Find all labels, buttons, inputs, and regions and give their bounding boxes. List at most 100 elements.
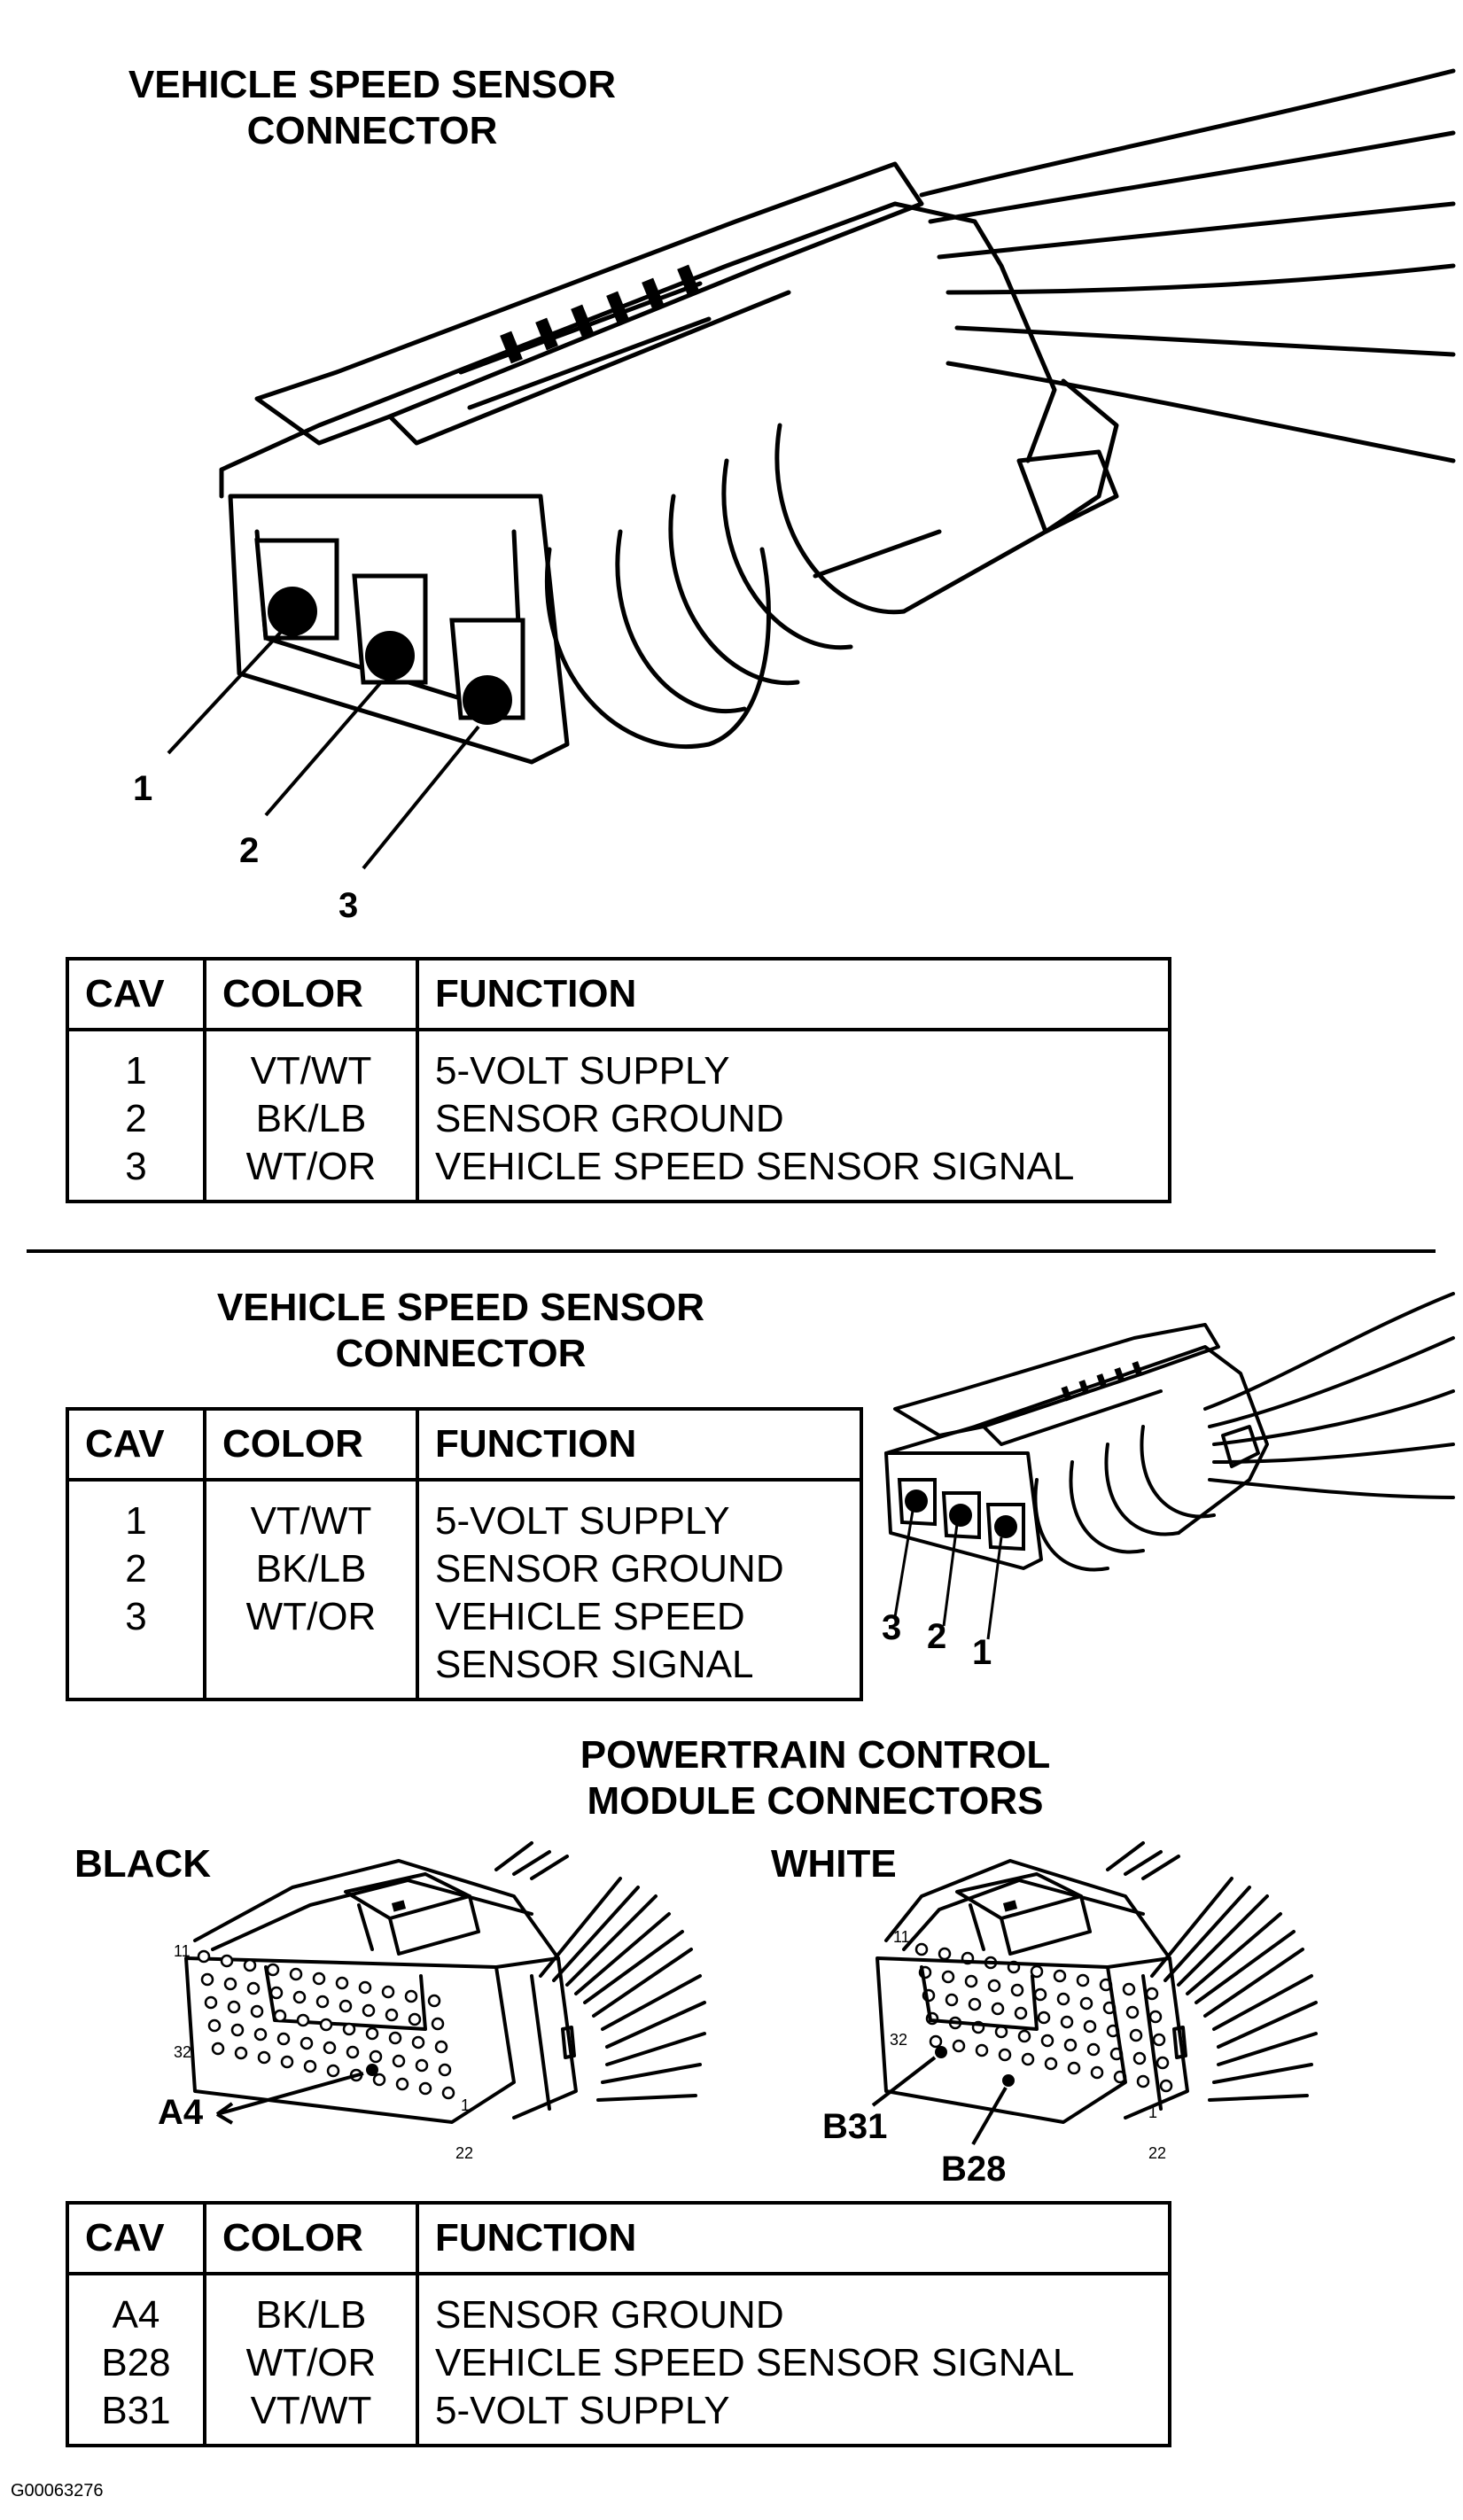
- pcm-white-pin-cavity: [952, 2039, 966, 2053]
- section2-title-line2: CONNECTOR: [335, 1332, 587, 1375]
- cavity-1-dot: [463, 675, 512, 725]
- black-pin-22-label: 22: [455, 2144, 474, 2162]
- cav-cell: 1: [125, 1049, 147, 1093]
- pin-label-2: 2: [239, 831, 260, 870]
- pcm-black-pin-cavity: [234, 2046, 248, 2060]
- pcm-white-pin-cavity: [1136, 2074, 1150, 2088]
- pcm-black-pin-cavity: [434, 2040, 448, 2054]
- section3-title-line1: POWERTRAIN CONTROL: [580, 1733, 1051, 1777]
- pcm-white-pin-cavity: [1017, 2029, 1031, 2043]
- pcm-white-pin-cavity: [1044, 2057, 1058, 2071]
- pin-label-1-small: 1: [972, 1633, 992, 1672]
- function-cell: VEHICLE SPEED SENSOR SIGNAL: [435, 2341, 1075, 2384]
- color-cell: WT/OR: [245, 2341, 377, 2384]
- table-header-row: CAV COLOR FUNCTION: [67, 959, 1170, 1031]
- pcm-white-pin-cavity: [941, 1970, 955, 1984]
- cav-cell: B31: [101, 2389, 171, 2432]
- callout-a4: A4: [158, 2093, 204, 2132]
- pcm-white-pin-cavity: [1090, 2065, 1104, 2080]
- pin-label-3: 1: [133, 769, 153, 808]
- white-connector-label: WHITE: [771, 1842, 897, 1886]
- pcm-black-pin-cavity: [200, 1972, 214, 1987]
- color-column: BK/LB WT/OR VT/WT: [205, 2274, 419, 2446]
- cav-cell: 1: [125, 1499, 147, 1543]
- header-cav: CAV: [67, 959, 206, 1031]
- pcm-white-pin-cavity: [968, 1997, 982, 2011]
- pin-label-1: 3: [339, 886, 359, 925]
- pcm-black-pin-cavity: [319, 2018, 333, 2032]
- pcm-black-pin-cavity: [388, 2031, 402, 2045]
- pcm-black-pin-cavity: [415, 2058, 429, 2073]
- pcm-black-pin-cavity: [323, 2041, 337, 2055]
- color-cell: BK/LB: [255, 2293, 367, 2337]
- pcm-black-pin-cavity: [438, 2063, 452, 2077]
- function-column: SENSOR GROUND VEHICLE SPEED SENSOR SIGNA…: [417, 2274, 1170, 2446]
- black-connector-label: BLACK: [74, 1842, 211, 1886]
- pcm-white-pin-cavity: [998, 2048, 1012, 2062]
- pcm-black-pin-cavity: [289, 1967, 303, 1981]
- pcm-white-pin-cavity: [945, 1993, 959, 2007]
- function-column: 5-VOLT SUPPLY SENSOR GROUND VEHICLE SPEE…: [417, 1480, 861, 1699]
- header-cav: CAV: [67, 2203, 206, 2275]
- pcm-white-pin-cavity: [929, 2034, 943, 2049]
- function-cell: 5-VOLT SUPPLY: [435, 1049, 730, 1093]
- pcm-black-pin-cavity: [335, 1976, 349, 1990]
- pcm-black-pin-cavity: [372, 2073, 386, 2087]
- white-pin-22-label: 22: [1148, 2144, 1167, 2162]
- pcm-black-pin-cavity: [296, 2013, 310, 2027]
- pcm-black-pin-cavity: [342, 2022, 356, 2036]
- table-body-row: A4 B28 B31 BK/LB WT/OR VT/WT SENSOR GROU…: [67, 2274, 1170, 2446]
- pcm-white-pin-cavity: [1037, 2011, 1051, 2025]
- header-function: FUNCTION: [417, 2203, 1170, 2275]
- pcm-black-pin-cavity: [381, 1985, 395, 1999]
- pcm-black-pin-cavity: [280, 2055, 294, 2069]
- section1-title-line2: CONNECTOR: [246, 109, 498, 152]
- pcm-black-pin-cavity: [365, 2026, 379, 2041]
- function-cell: 5-VOLT SUPPLY: [435, 2389, 730, 2432]
- function-cell: SENSOR GROUND: [435, 2293, 784, 2337]
- table-header-row: CAV COLOR FUNCTION: [67, 1409, 861, 1482]
- pcm-black-pin-cavity: [246, 1981, 261, 1995]
- figure-code: G00063276: [11, 2481, 104, 2501]
- section-divider: [27, 1249, 1436, 1253]
- pcm-black-pin-cavity: [303, 2059, 317, 2073]
- function-cell: SENSOR GROUND: [435, 1097, 784, 1140]
- cav-cell: 2: [125, 1547, 147, 1591]
- header-color: COLOR: [205, 2203, 419, 2275]
- function-cell: 5-VOLT SUPPLY: [435, 1499, 730, 1543]
- section3-title: POWERTRAIN CONTROL MODULE CONNECTORS: [532, 1732, 1099, 1824]
- section1-table: CAV COLOR FUNCTION 1 2 3 VT/WT BK/LB WT/…: [66, 957, 1171, 1203]
- pcm-black-pin-cavity: [276, 2032, 291, 2046]
- pin-label-3-small: 3: [882, 1608, 902, 1647]
- header-cav: CAV: [67, 1409, 206, 1482]
- color-cell: VT/WT: [250, 1049, 372, 1093]
- pcm-white-pin-cavity: [1152, 2033, 1166, 2047]
- function-cell: VEHICLE SPEED SENSOR SIGNAL: [435, 1145, 1075, 1188]
- white-pin-1-label: 1: [1148, 2104, 1158, 2121]
- table-header-row: CAV COLOR FUNCTION: [67, 2203, 1170, 2275]
- pcm-white-pin-cavity: [1056, 1992, 1070, 2006]
- pcm-white-pin-cavity: [1125, 2005, 1140, 2019]
- pcm-black-pin-cavity: [358, 1980, 372, 1995]
- pcm-black-pin-cavity: [253, 2027, 268, 2042]
- pcm-white-pin-cavity: [987, 1979, 1001, 1993]
- pcm-white-pin-cavity: [1053, 1969, 1067, 1983]
- pcm-black-pin-cavity: [441, 2086, 455, 2100]
- cavity-3-dot: [268, 587, 317, 636]
- pcm-white-pin-cavity: [1086, 2042, 1101, 2057]
- pin-a4-dot: [366, 2064, 378, 2076]
- pcm-black-pin-cavity: [266, 1963, 280, 1977]
- pcm-white-pin-cavity: [1067, 2061, 1081, 2075]
- cav-cell: 3: [125, 1145, 147, 1188]
- cav-cell: 3: [125, 1595, 147, 1638]
- function-cell: VEHICLE SPEED: [435, 1595, 745, 1638]
- pcm-white-pin-cavity: [1060, 2015, 1074, 2029]
- function-cell: SENSOR GROUND: [435, 1547, 784, 1591]
- pcm-black-pin-cavity: [411, 2035, 425, 2049]
- function-cell-continued: SENSOR SIGNAL: [435, 1643, 754, 1686]
- pcm-white-pin-cavity: [1156, 2056, 1170, 2070]
- cav-cell: A4: [112, 2293, 160, 2337]
- pcm-black-pin-cavity: [300, 2036, 314, 2050]
- pin-label-2-small: 2: [927, 1617, 947, 1656]
- cavity-2-dot: [365, 631, 415, 681]
